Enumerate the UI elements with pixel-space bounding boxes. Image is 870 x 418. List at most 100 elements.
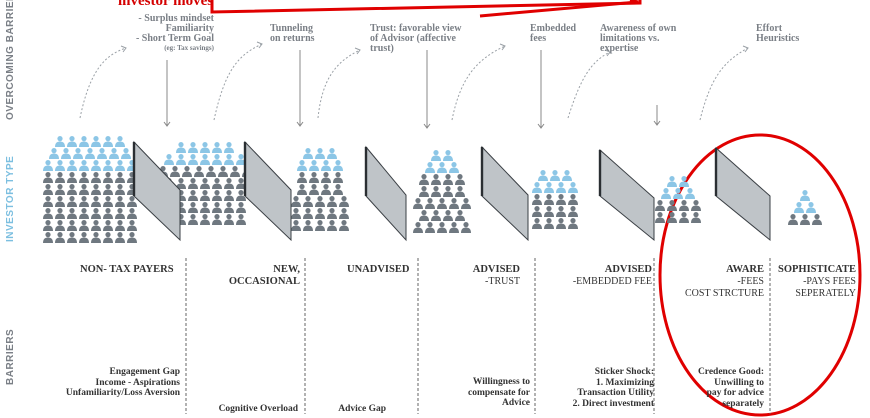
- person-icon: [333, 184, 343, 195]
- person-icon: [55, 160, 65, 171]
- barrier-5-line-4: 2. Direct investment: [572, 398, 654, 409]
- person-icon: [115, 232, 125, 243]
- person-icon: [91, 196, 101, 207]
- person-icon: [43, 208, 53, 219]
- overcoming-3-line-1: Trust: favorable view: [370, 23, 462, 34]
- curved-arrow-head: [604, 49, 611, 57]
- person-icon: [182, 166, 192, 177]
- person-icon: [224, 202, 234, 213]
- transition-wedge: [133, 140, 181, 242]
- person-icon: [655, 212, 665, 223]
- barrier-3-line-1: Advice Gap: [338, 404, 386, 414]
- person-icon: [327, 220, 337, 231]
- person-icon: [437, 198, 447, 209]
- barrier-label-engagement-gap: Engagement Gap Income - Aspirations Unfa…: [30, 367, 180, 399]
- person-icon: [544, 218, 554, 229]
- person-icon: [103, 196, 113, 207]
- curved-arrow: [213, 43, 263, 121]
- person-icon: [309, 160, 319, 171]
- person-icon: [55, 232, 65, 243]
- overcoming-5-line-3: expertise: [600, 43, 639, 54]
- person-icon: [788, 214, 798, 225]
- person-icon: [103, 232, 113, 243]
- person-icon: [297, 172, 307, 183]
- person-icon: [443, 150, 453, 161]
- person-icon: [79, 196, 89, 207]
- person-icon: [85, 148, 95, 159]
- person-icon: [321, 172, 331, 183]
- overcoming-4-line-1: Embedded: [530, 23, 577, 34]
- people-group-aware: [655, 176, 701, 223]
- person-icon: [655, 200, 665, 211]
- overcoming-label-1: - Surplus mindset Familiarity - Short Te…: [130, 14, 214, 53]
- person-icon: [333, 160, 343, 171]
- down-arrow-head: [296, 121, 304, 127]
- person-icon: [449, 222, 459, 233]
- person-icon: [67, 184, 77, 195]
- person-icon: [303, 208, 313, 219]
- person-icon: [109, 148, 119, 159]
- overcoming-6-line-1: Effort: [756, 23, 783, 34]
- person-icon: [103, 184, 113, 195]
- person-icon: [127, 208, 137, 219]
- barrier-1-line-3: Unfamiliarity/Loss Aversion: [65, 388, 180, 398]
- barrier-label-sticker-shock: Sticker Shock: 1. Maximizing Transaction…: [530, 367, 654, 409]
- person-icon: [291, 220, 301, 231]
- person-icon: [419, 186, 429, 197]
- overcoming-label-4: Embedded fees: [530, 24, 576, 44]
- curved-arrow-head: [120, 45, 127, 53]
- person-icon: [212, 190, 222, 201]
- overcoming-2-line-2: on returns: [270, 33, 315, 44]
- person-icon: [568, 218, 578, 229]
- overcoming-label-5: Awareness of own limitations vs. experti…: [600, 24, 676, 54]
- person-icon: [800, 214, 810, 225]
- person-icon: [691, 212, 701, 223]
- type-label-sophisticate: SOPHISTICATE: [778, 264, 856, 275]
- overcoming-5-line-1: Awareness of own: [600, 23, 677, 34]
- person-icon: [431, 174, 441, 185]
- type-label-advised-trust: ADVISED: [472, 264, 520, 275]
- type-sub-separately: SEPERATELY: [795, 288, 856, 299]
- person-icon: [164, 154, 174, 165]
- type-label-non-tax-payers: NON- TAX PAYERS: [80, 264, 174, 275]
- person-icon: [170, 166, 180, 177]
- overcoming-1-line-2: Familiarity: [165, 23, 214, 34]
- people-group-new-occasional: [158, 142, 252, 225]
- barrier-2-line-1: Cognitive Overload: [218, 404, 298, 414]
- person-icon: [43, 232, 53, 243]
- person-icon: [115, 136, 125, 147]
- people-group-sophisticate: [788, 190, 822, 225]
- curved-arrow: [567, 51, 611, 119]
- person-icon: [200, 214, 210, 225]
- person-icon: [224, 214, 234, 225]
- person-icon: [437, 162, 447, 173]
- red-arrow-shaft: [210, 0, 642, 14]
- person-icon: [461, 222, 471, 233]
- person-icon: [67, 232, 77, 243]
- red-highlight-ellipse: [658, 133, 862, 417]
- person-icon: [230, 166, 240, 177]
- overcoming-label-2: Tunneling on returns: [270, 24, 315, 44]
- overcoming-3-line-2: of Advisor (affective: [370, 33, 456, 44]
- red-arrow-highlight: [210, 0, 642, 18]
- person-icon: [79, 160, 89, 171]
- curved-arrow-head: [742, 45, 749, 53]
- overcoming-4-line-2: fees: [530, 33, 547, 44]
- overcoming-1-line-3: - Short Term Goal: [135, 33, 214, 44]
- curved-arrow-head: [499, 43, 506, 51]
- person-icon: [532, 218, 542, 229]
- person-icon: [79, 208, 89, 219]
- person-icon: [431, 210, 441, 221]
- person-icon: [550, 170, 560, 181]
- person-icon: [224, 142, 234, 153]
- person-icon: [79, 184, 89, 195]
- person-icon: [667, 212, 677, 223]
- person-icon: [812, 214, 822, 225]
- person-icon: [425, 222, 435, 233]
- person-icon: [425, 198, 435, 209]
- person-icon: [327, 208, 337, 219]
- person-icon: [61, 148, 71, 159]
- type-sub-cost-structure: COST STRCTURE: [685, 288, 764, 299]
- person-icon: [321, 184, 331, 195]
